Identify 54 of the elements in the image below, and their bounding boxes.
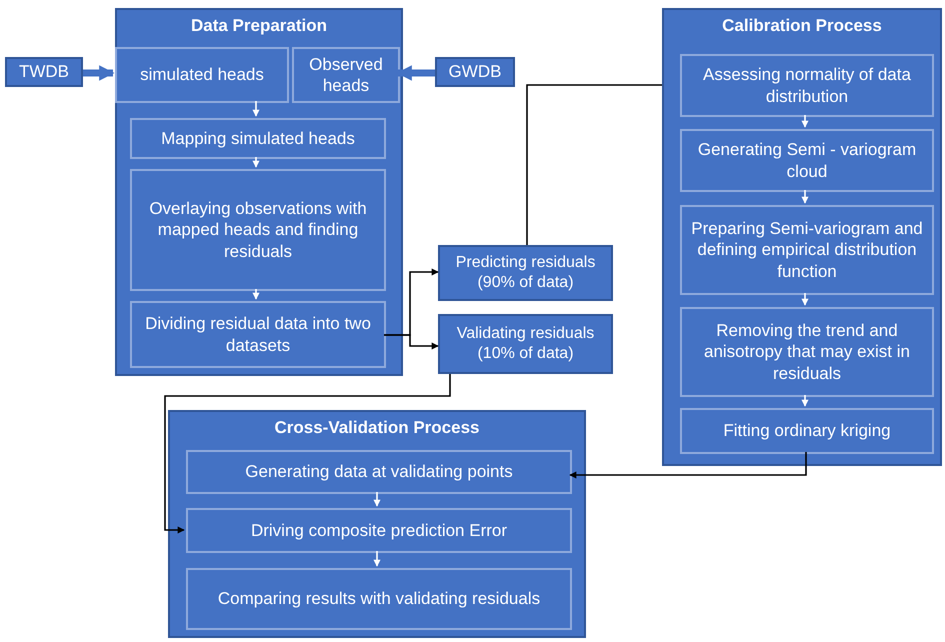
box-label: GWDB xyxy=(448,61,502,83)
arrow xyxy=(252,101,260,117)
group-panel xyxy=(662,8,942,466)
process-box xyxy=(186,508,572,553)
process-box xyxy=(680,54,934,117)
arrow xyxy=(374,551,380,567)
box-label: Assessing normality of data distribution xyxy=(702,64,912,107)
process-box xyxy=(680,205,934,295)
process-box xyxy=(130,118,386,159)
box-label: Driving composite prediction Error xyxy=(250,520,508,542)
process-box xyxy=(130,301,386,368)
box-label: Generating Semi - variogram cloud xyxy=(696,139,918,182)
box-label: Removing the trend and anisotropy that may exist in residuals xyxy=(703,320,911,384)
process-box xyxy=(680,408,934,454)
box-label: Comparing results with validating residuals xyxy=(218,588,540,610)
box-label: Preparing Semi-variogram and defining empirical distribution function xyxy=(690,218,924,282)
arrow xyxy=(83,65,115,81)
arrow xyxy=(384,334,439,350)
box-label: Dividing residual data into two datasets xyxy=(144,313,372,356)
process-box xyxy=(680,129,934,192)
process-box xyxy=(438,314,613,374)
group-title: Cross-Validation Process xyxy=(273,418,481,438)
process-box xyxy=(438,245,613,301)
arrow xyxy=(569,452,807,478)
box-label: Observed heads xyxy=(308,54,384,96)
process-box xyxy=(680,307,934,397)
process-box xyxy=(186,568,572,630)
process-box xyxy=(186,450,572,494)
group-title: Data Preparation xyxy=(190,16,328,36)
box-label: Fitting ordinary kriging xyxy=(723,420,891,442)
process-box xyxy=(292,47,400,103)
process-box xyxy=(130,169,386,291)
process-box xyxy=(115,47,289,103)
process-box xyxy=(435,57,515,87)
box-label: Validating residuals (10% of data) xyxy=(456,324,596,364)
box-label: Overlaying observations with mapped heads and finding residuals xyxy=(148,198,368,262)
box-label: TWDB xyxy=(18,61,70,83)
process-box xyxy=(5,57,83,87)
arrow xyxy=(374,492,380,507)
arrow xyxy=(252,289,260,300)
box-label: Predicting residuals (90% of data) xyxy=(454,253,596,293)
box-label: Generating data at validating points xyxy=(245,461,513,483)
group-panel xyxy=(168,410,586,638)
arrow xyxy=(164,374,451,534)
arrow xyxy=(396,65,435,81)
arrow xyxy=(252,157,260,168)
group-panel xyxy=(115,8,403,376)
arrow xyxy=(802,190,808,204)
box-label: Mapping simulated heads xyxy=(161,128,355,150)
group-title: Calibration Process xyxy=(721,16,883,36)
arrow xyxy=(802,115,808,128)
arrow xyxy=(802,395,808,407)
box-label: simulated heads xyxy=(140,64,264,86)
arrow xyxy=(802,293,808,306)
